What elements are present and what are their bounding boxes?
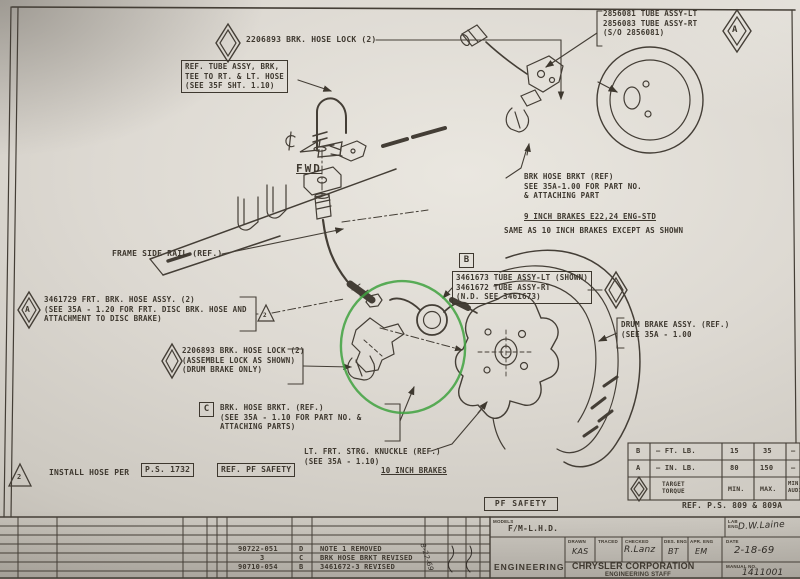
callout-knuckle: LT. FRT. STRG. KNUCKLE (REF.) (SEE 35A -… bbox=[304, 447, 441, 466]
date-label: DATE bbox=[726, 539, 739, 544]
section-b-marker: B bbox=[459, 253, 474, 268]
traced-label: TRACED bbox=[598, 539, 618, 544]
torque-row-b-min: 15 bbox=[730, 447, 739, 455]
revision-row-num: 3 bbox=[260, 554, 265, 562]
engineering-label: ENGINEERING bbox=[494, 562, 565, 572]
callout-hose-lock-top: 2206893 BRK. HOSE LOCK (2) bbox=[246, 35, 377, 44]
torque-target-label: TARGET TORQUE bbox=[662, 481, 685, 495]
install-ref-box: REF. PF SAFETY bbox=[217, 463, 296, 477]
callout-tube-assy-top: 2856081 TUBE ASSY-LT 2856083 TUBE ASSY-R… bbox=[603, 9, 698, 37]
install-ps-box: P.S. 1732 bbox=[141, 463, 195, 477]
triangle-icons bbox=[7, 303, 275, 487]
torque-row-a-extra: — bbox=[791, 464, 796, 472]
models-value: F/M-L.H.D. bbox=[508, 524, 559, 533]
callout-drum-brake: DRUM BRAKE ASSY. (REF.) (SEE 35A - 1.00 bbox=[621, 320, 730, 339]
triangle-note-2-install: 2 bbox=[17, 473, 22, 481]
callout-frame-side-rail: FRAME SIDE RAIL (REF.) bbox=[112, 249, 223, 258]
ref-ps-809: REF. P.S. 809 & 809A bbox=[682, 501, 783, 510]
des-eng-signature: BT bbox=[668, 547, 679, 556]
nine-inch-note: SAME AS 10 INCH BRAKES EXCEPT AS SHOWN bbox=[504, 226, 684, 235]
torque-row-b-key: B bbox=[636, 447, 641, 455]
apr-eng-signature: EM bbox=[695, 547, 708, 556]
nine-inch-title: 9 INCH BRAKES E22,24 ENG-STD bbox=[524, 212, 657, 221]
ten-inch-title: 10 INCH BRAKES bbox=[381, 466, 448, 475]
drawn-signature: KAS bbox=[572, 547, 589, 556]
checked-label: CHECKED bbox=[625, 539, 649, 544]
callout-brk-hose-brkt-top: BRK HOSE BRKT (REF) SEE 35A-1.00 FOR PAR… bbox=[524, 172, 642, 200]
pf-safety-box: PF SAFETY bbox=[484, 497, 558, 511]
date-value: 2-18-69 bbox=[734, 545, 775, 556]
torque-row-a-max: 150 bbox=[760, 464, 774, 472]
fwd-label: FWD bbox=[296, 162, 322, 175]
revision-row-letter: D bbox=[299, 545, 304, 553]
callout-brk-hose-brkt-c: BRK. HOSE BRKT. (REF.) (SEE 35A - 1.10 F… bbox=[220, 403, 362, 431]
checked-signature: R.Lanz bbox=[624, 545, 656, 555]
torque-row-b-extra: — bbox=[791, 447, 796, 455]
torque-max-label: MAX. bbox=[760, 485, 777, 493]
torque-row-b-max: 35 bbox=[763, 447, 772, 455]
diamond-letter-a-left: A bbox=[25, 305, 30, 314]
manual-no-value: 1411001 bbox=[742, 568, 784, 578]
company-staff: ENGINEERING STAFF bbox=[605, 572, 671, 578]
torque-row-b-label: — FT. LB. bbox=[656, 447, 696, 455]
callout-tube-assy-b: 3461673 TUBE ASSY-LT (SHOWN) 3461672 TUB… bbox=[452, 271, 593, 304]
callout-frt-brk-hose: 3461729 FRT. BRK. HOSE ASSY. (2) (SEE 35… bbox=[44, 295, 247, 323]
callout-hose-lock-mid: 2206893 BRK. HOSE LOCK (2) (ASSEMBLE LOC… bbox=[182, 346, 305, 374]
revision-row-letter: B bbox=[299, 563, 304, 571]
callout-ref-tube-assy: REF. TUBE ASSY, BRK, TEE TO RT. & LT. HO… bbox=[181, 60, 289, 93]
revision-row-letter: C bbox=[299, 554, 304, 562]
revision-row-num: 90722-051 bbox=[238, 545, 278, 553]
torque-row-a-key: A bbox=[636, 464, 641, 472]
triangle-note-2-mid: 2 bbox=[263, 312, 267, 319]
revision-row-num: 90710-054 bbox=[238, 563, 278, 571]
torque-row-a-label: — IN. LB. bbox=[656, 464, 696, 472]
apr-eng-label: APR. ENG bbox=[690, 539, 714, 544]
des-eng-label: DES. ENG bbox=[664, 539, 688, 544]
lab-eng-label: LAB ENG bbox=[728, 519, 739, 529]
section-c-marker: C bbox=[199, 402, 214, 417]
torque-audit-label: MIN. AUDIT bbox=[788, 481, 800, 494]
centerline-icon bbox=[285, 131, 296, 151]
torque-row-a-min: 80 bbox=[730, 464, 739, 472]
revision-row-desc: NOTE 1 REMOVED bbox=[320, 545, 382, 553]
install-hose-note: INSTALL HOSE PER bbox=[49, 468, 130, 477]
front-hose-assembly-drawing bbox=[271, 97, 478, 381]
drawn-label: DRAWN bbox=[568, 539, 586, 544]
torque-min-label: MIN. bbox=[728, 485, 745, 493]
revision-row-desc: BRK HOSE BRKT REVISED bbox=[320, 554, 413, 562]
revision-row-desc: 3461672-3 REVISED bbox=[320, 563, 396, 571]
diamond-letter-a-top: A bbox=[732, 25, 738, 35]
